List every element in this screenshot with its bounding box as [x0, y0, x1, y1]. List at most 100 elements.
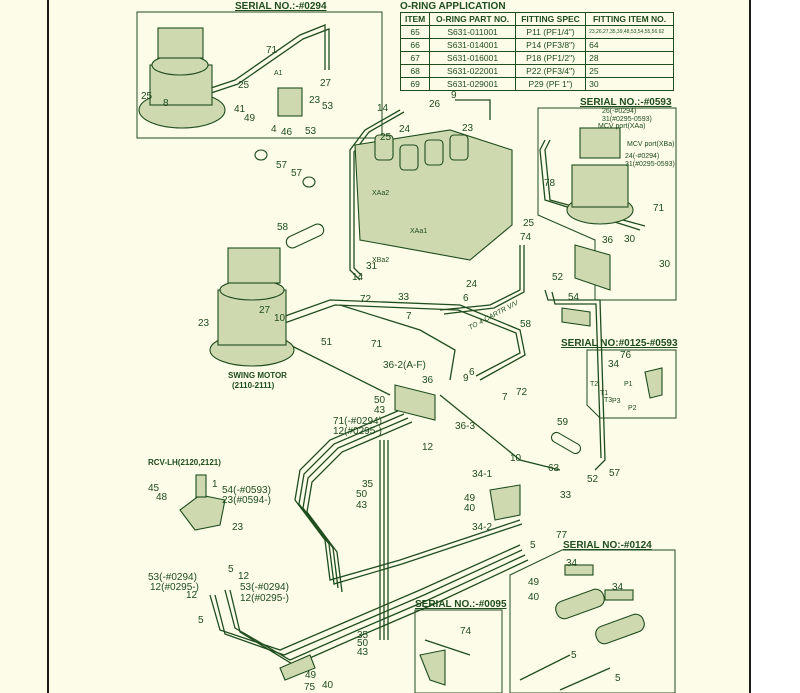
fitting-block-54: [561, 307, 591, 327]
callout-label: 27: [259, 305, 271, 316]
callout-label: 31(#0295-0593): [625, 161, 675, 168]
callout-label: 12: [186, 590, 198, 601]
inset-box-0095: [414, 609, 503, 693]
callout-label: 7: [406, 311, 412, 322]
cell-part-no: S631-011001: [429, 25, 516, 39]
callout-label: 71: [266, 45, 278, 56]
header-item: ITEM: [399, 12, 431, 26]
header-part-no: O-RING PART NO.: [429, 12, 516, 26]
cell-fitting-spec: P11 (PF1/4"): [514, 25, 587, 39]
callout-label: 58: [277, 222, 289, 233]
callout-label: 58: [520, 319, 532, 330]
cell-item: 65: [399, 25, 431, 39]
callout-label: 23: [232, 522, 244, 533]
serial-title: SERIAL NO.:-#0095: [415, 599, 507, 610]
callout-label: 43: [374, 405, 386, 416]
cell-item: 68: [399, 64, 431, 78]
cell-item: 66: [399, 38, 431, 52]
callout-label: 14: [377, 103, 389, 114]
callout-label: 9: [463, 373, 469, 384]
callout-label: 49: [305, 670, 317, 681]
callout-label: 52: [552, 272, 564, 283]
callout-label: A1: [274, 70, 283, 77]
callout-label: MCV port(XAa): [598, 123, 645, 130]
callout-label: 23: [462, 123, 474, 134]
callout-label: 59: [557, 417, 569, 428]
callout-label: 78: [544, 178, 556, 189]
serial-title: SERIAL NO.:-#0294: [235, 1, 327, 12]
callout-label: 71(-#0294): [333, 416, 382, 427]
callout-label: 72: [516, 387, 528, 398]
callout-label: 43: [357, 647, 369, 658]
callout-label: 23(#0594-): [222, 495, 271, 506]
bracket-36-right: [574, 244, 611, 291]
callout-label: 25: [238, 80, 250, 91]
cell-fitting-item-no: 30: [585, 77, 674, 91]
cell-fitting-spec: P29 (PF 1"): [514, 77, 587, 91]
callout-label: 8: [163, 98, 169, 109]
callout-label: 31(#0295-0593): [602, 116, 652, 123]
serial-title: SERIAL NO:#0125-#0593: [561, 338, 678, 349]
cell-fitting-spec: P14 (PF3/8"): [514, 38, 587, 52]
bracket-75: [279, 654, 316, 681]
callout-label: 5: [530, 540, 536, 551]
callout-label: 33: [398, 292, 410, 303]
cell-item: 69: [399, 77, 431, 91]
callout-label: 53: [322, 101, 334, 112]
header-fitting-item-no: FITTING ITEM NO.: [585, 12, 674, 26]
callout-label: XAa2: [372, 190, 389, 197]
callout-label: 12: [238, 571, 250, 582]
callout-label: 72: [360, 294, 372, 305]
callout-label: 50: [357, 638, 369, 649]
cell-part-no: S631-014001: [429, 38, 516, 52]
callout-label: 35: [357, 630, 369, 641]
callout-label: 57: [276, 160, 288, 171]
cell-fitting-item-no: 23,26,27,35,39,48,53,54,55,56,62: [585, 25, 674, 39]
callout-label: 57: [609, 468, 621, 479]
cell-part-no: S631-016001: [429, 51, 516, 65]
callout-label: 7: [502, 392, 508, 403]
callout-label: 50: [356, 489, 368, 500]
inset-box-0124: [509, 549, 676, 693]
callout-label: P1: [624, 381, 633, 388]
rcv-caption: RCV-LH(2120,2121): [148, 458, 221, 467]
callout-label: 74: [460, 626, 472, 637]
cell-fitting-item-no: 25: [585, 64, 674, 78]
callout-label: 34: [566, 558, 578, 569]
callout-label: 35: [362, 479, 374, 490]
callout-label: 43: [356, 500, 368, 511]
callout-label: MCV port(XBa): [627, 141, 674, 148]
callout-label: 12(#0295-): [240, 593, 289, 604]
callout-label: 12(#0295-): [333, 426, 382, 437]
callout-label: P2: [628, 405, 637, 412]
callout-label: 34-1: [472, 469, 492, 480]
cell-part-no: S631-022001: [429, 64, 516, 78]
callout-label: 10: [274, 313, 286, 324]
callout-label: 45: [148, 483, 160, 494]
swing-motor-code: (2110-2111): [232, 381, 275, 390]
callout-label: 52: [587, 474, 599, 485]
callout-label: 9: [451, 90, 457, 101]
o-ring-59: [550, 431, 582, 455]
callout-label: XBa2: [372, 257, 389, 264]
callout-label: 6: [463, 293, 469, 304]
callout-label: 24: [466, 279, 478, 290]
cell-item: 67: [399, 51, 431, 65]
callout-label: 36-2(A-F): [383, 360, 426, 371]
callout-label: 26(-#0294): [602, 108, 636, 115]
components: [138, 27, 663, 686]
callout-label: 53: [305, 126, 317, 137]
callout-label: 49: [244, 113, 256, 124]
cell-fitting-item-no: 64: [585, 38, 674, 52]
callout-label: 40: [464, 503, 476, 514]
callout-label: 23: [309, 95, 321, 106]
frame-border-left: [47, 0, 49, 693]
callout-label: XAa1: [410, 228, 427, 235]
main-control-valve: [354, 129, 513, 261]
